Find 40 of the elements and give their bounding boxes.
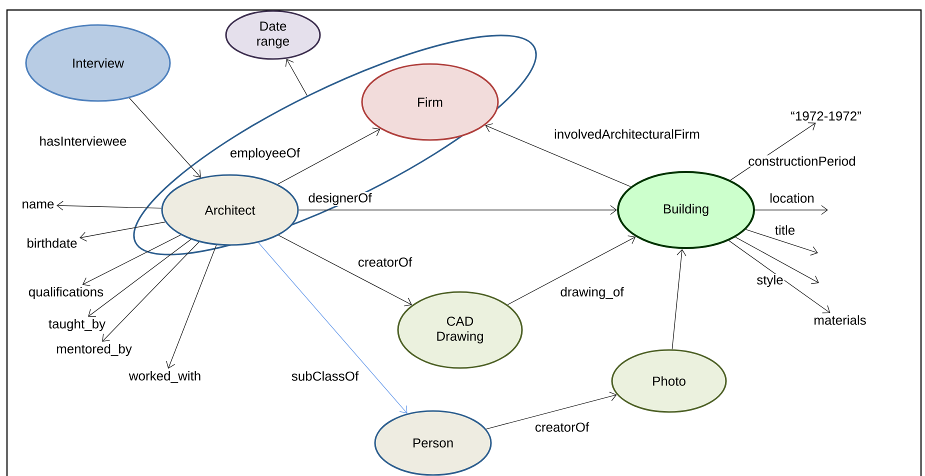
attribute-text: birthdate xyxy=(28,238,77,248)
arrow xyxy=(745,229,818,256)
attribute-text: mentored_by xyxy=(56,344,132,356)
arrow xyxy=(672,248,686,350)
arrow xyxy=(285,58,308,96)
value-text: “1972-1972” xyxy=(791,111,861,121)
attribute-text: materials xyxy=(814,315,866,325)
edge-label: drawing_of xyxy=(559,286,625,300)
edge-label: designerOf xyxy=(307,192,373,206)
arrow xyxy=(102,242,200,342)
arrow xyxy=(258,242,408,414)
arrow xyxy=(88,239,192,317)
edge-label: hasInterviewee xyxy=(38,135,128,147)
arrow xyxy=(129,98,201,178)
arrow xyxy=(486,392,617,430)
arrow xyxy=(80,222,166,242)
edge-label: involvedArchitecturalFirm xyxy=(553,128,701,140)
arrow xyxy=(166,244,217,369)
arrow xyxy=(277,128,380,185)
edge-label: title xyxy=(774,224,796,236)
arrow xyxy=(754,205,828,215)
edge-label: creatorOf xyxy=(356,256,414,268)
arrow xyxy=(507,235,636,306)
edge-label: location xyxy=(768,192,816,204)
arrow xyxy=(278,235,412,306)
edge-label: constructionPeriod xyxy=(747,155,857,167)
arrow xyxy=(735,236,820,284)
attribute-text: taught_by xyxy=(48,318,106,332)
arrow xyxy=(485,123,632,188)
edge-label: subClassOf xyxy=(290,370,360,382)
arrow xyxy=(728,240,830,314)
arrow xyxy=(82,234,182,286)
edge-label: employeeOf xyxy=(228,146,302,162)
edge-label: creatorOf xyxy=(534,421,590,433)
attribute-text: qualifications xyxy=(28,286,104,300)
attribute-text: worked_with xyxy=(128,371,200,383)
edge-label: style xyxy=(756,274,784,288)
arrow xyxy=(298,205,617,215)
arrow xyxy=(56,200,162,210)
attribute-text: name xyxy=(22,201,54,209)
